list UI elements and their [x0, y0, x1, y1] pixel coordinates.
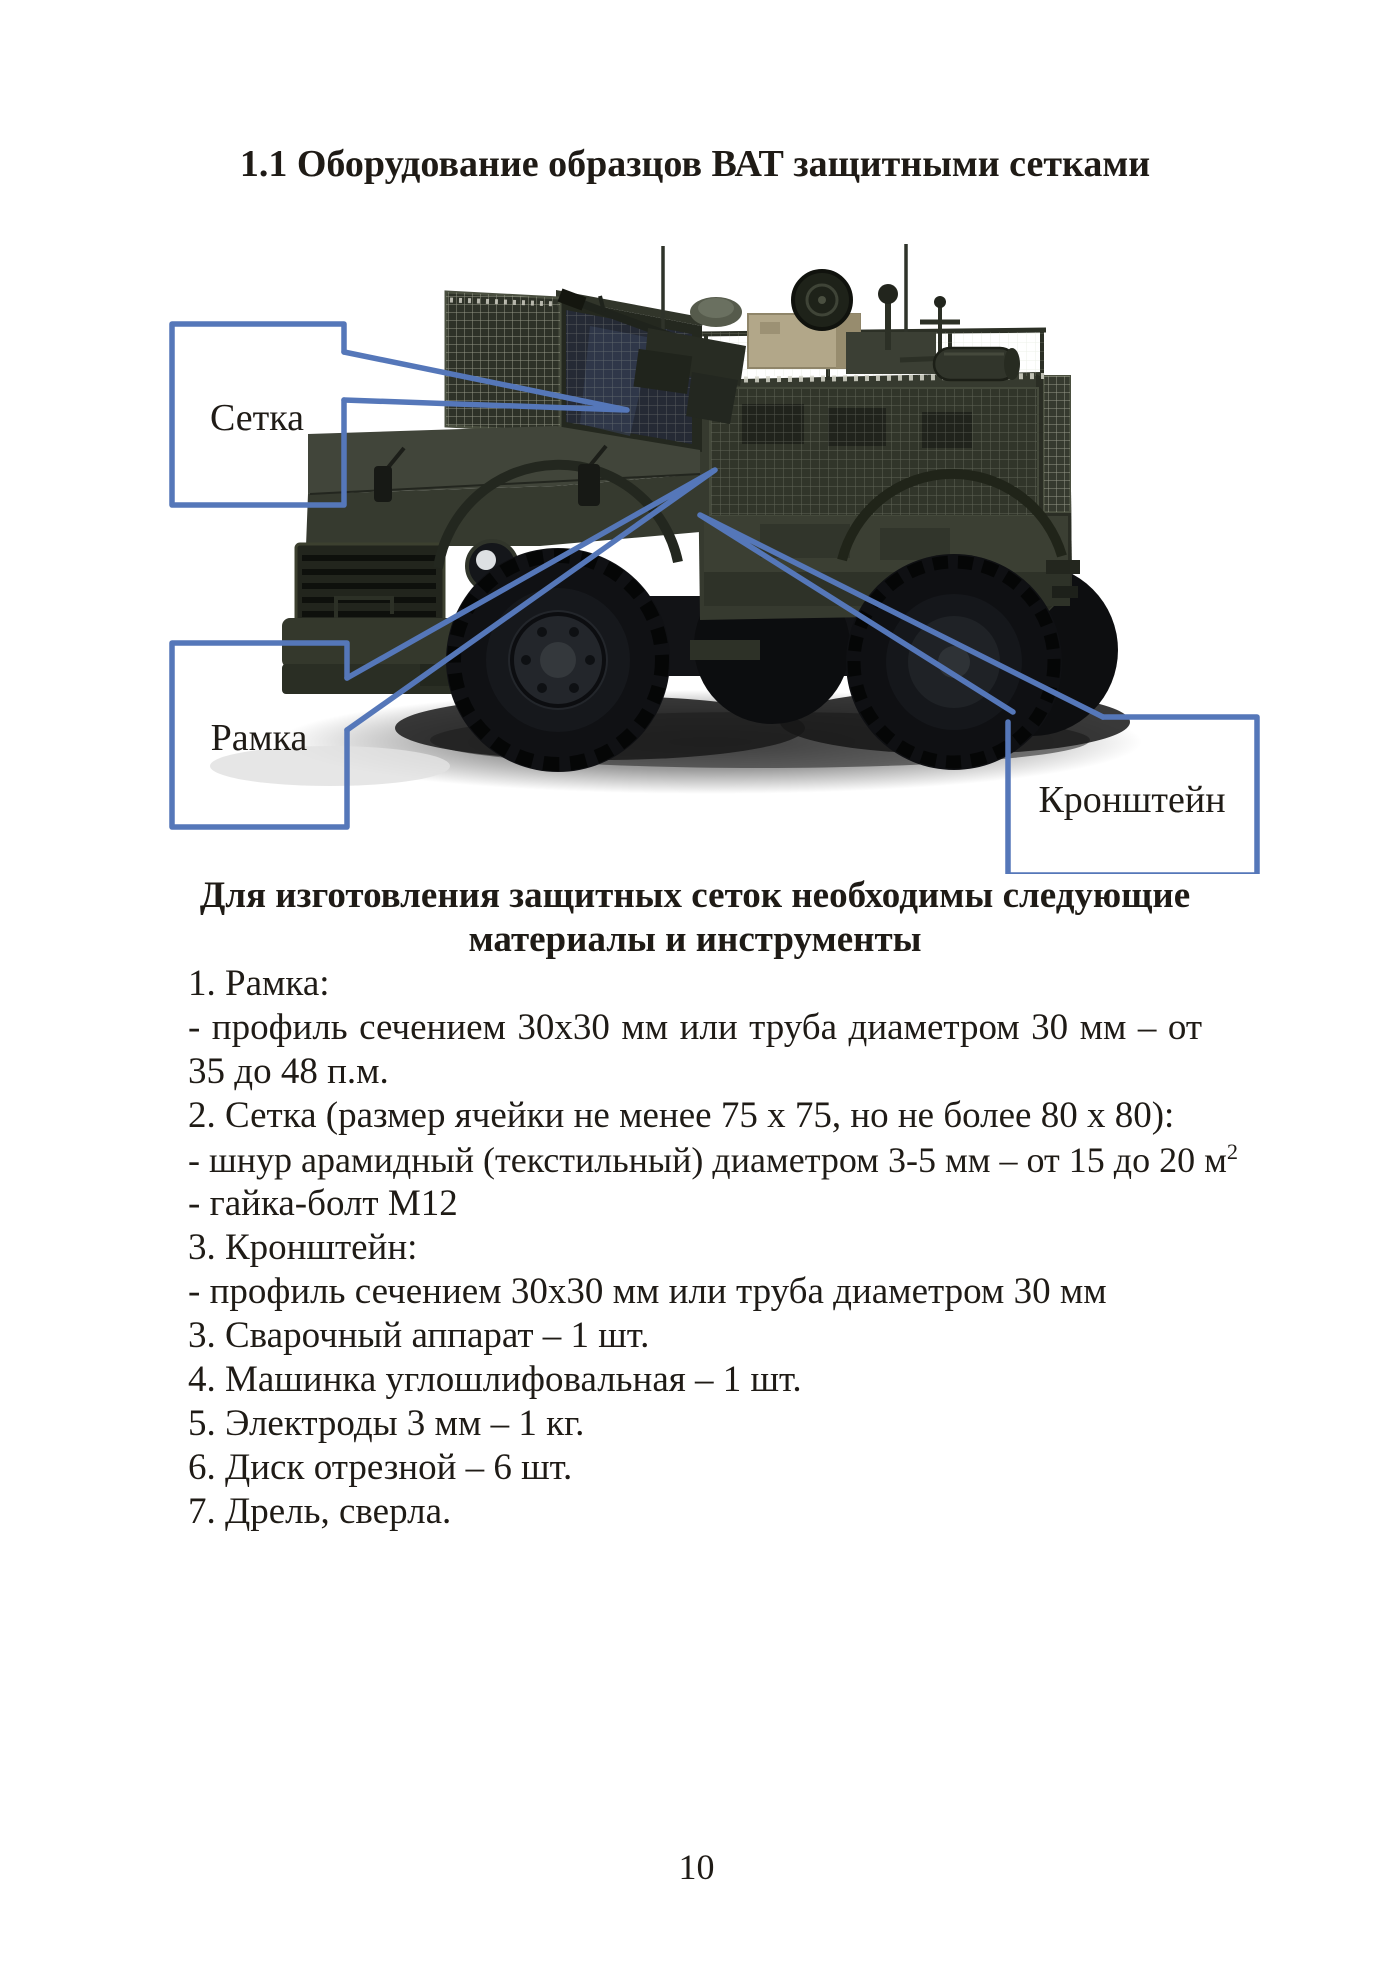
materials-item: 5. Электроды 3 мм – 1 кг. [188, 1403, 585, 1444]
front-wheel [446, 548, 670, 772]
vehicle-photo: Сетка Рамка Кронштейн [169, 244, 1260, 874]
materials-item: 35 до 48 п.м. [188, 1051, 389, 1092]
materials-item: 7. Дрель, сверла. [188, 1491, 452, 1532]
callout-setka: Сетка [169, 321, 630, 508]
materials-item: 4. Машинка углошлифовальная – 1 шт. [188, 1359, 802, 1400]
callout-kronshtein-label: Кронштейн [1038, 779, 1225, 821]
materials-item: 2. Сетка (размер ячейки не менее 75 х 75… [188, 1095, 1175, 1136]
materials-item: 1. Рамка: [188, 963, 330, 1004]
materials-heading-line2: материалы и инструменты [468, 919, 922, 960]
callout-setka-label: Сетка [210, 397, 304, 439]
materials-item: - шнур арамидный (текстильный) диаметром… [188, 1139, 1239, 1180]
vehicle-figure: Сетка Рамка Кронштейн [0, 186, 1393, 874]
page-title: 1.1 Оборудование образцов ВАТ защитными … [239, 143, 1151, 185]
roof-equipment [557, 244, 1020, 424]
page-number: 10 [678, 1847, 715, 1887]
materials-heading: Для изготовления защитных сеток необходи… [188, 874, 1202, 962]
superscript-2: 2 [1226, 1139, 1239, 1164]
callout-ramka: Рамка [169, 467, 718, 830]
rear-wheel [846, 554, 1062, 770]
materials-item: - гайка-болт М12 [188, 1183, 458, 1224]
materials-item: - профиль сечением 30х30 мм или труба ди… [188, 1271, 1107, 1312]
materials-item: 3. Сварочный аппарат – 1 шт. [188, 1315, 650, 1356]
materials-heading-line1: Для изготовления защитных сеток необходи… [199, 875, 1191, 916]
materials-item: 6. Диск отрезной – 6 шт. [188, 1447, 573, 1488]
materials-item: - профиль сечением 30х30 мм или труба ди… [188, 1007, 1202, 1048]
callout-kronshtein: Кронштейн [697, 512, 1260, 874]
materials-item: 3. Кронштейн: [188, 1227, 418, 1268]
callout-ramka-label: Рамка [211, 717, 308, 759]
